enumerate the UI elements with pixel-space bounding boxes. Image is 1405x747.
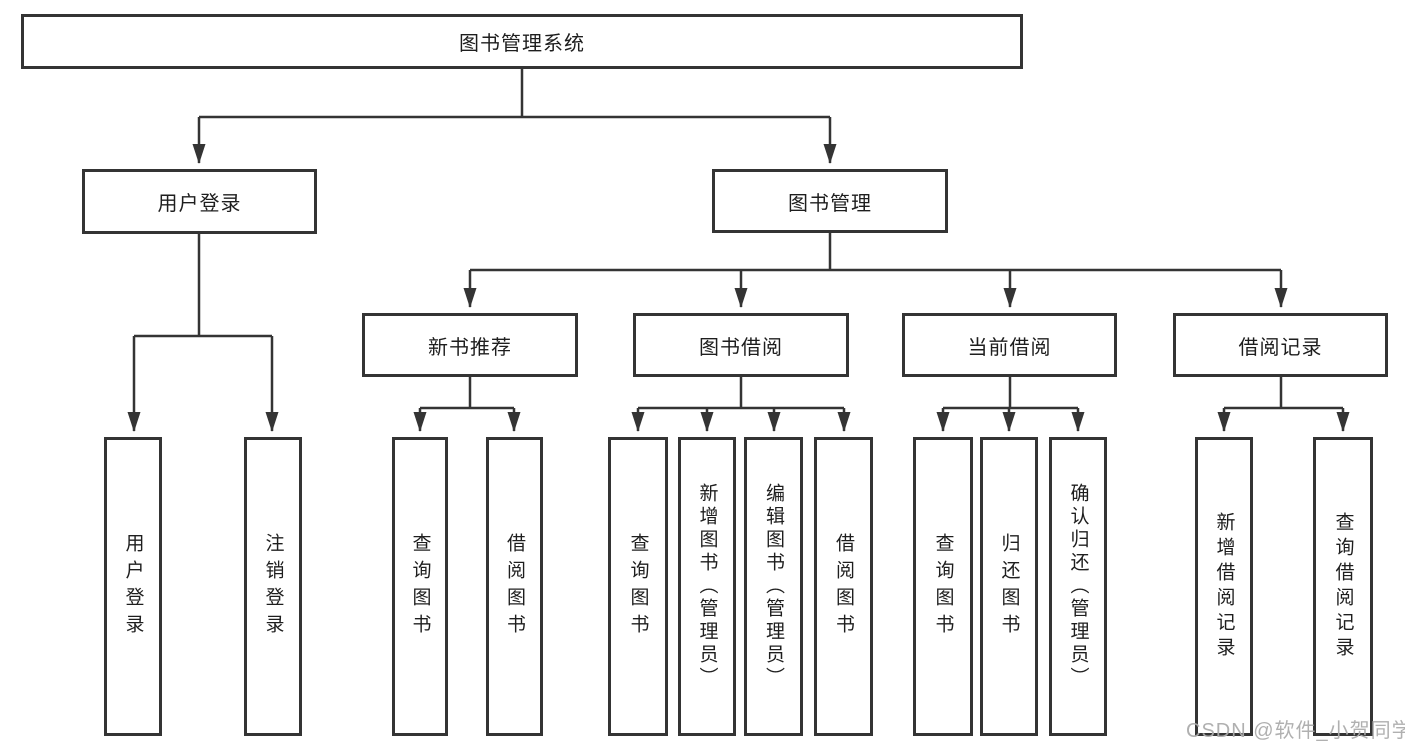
leaf-borrow-books-borrowing: 借阅图书 — [814, 437, 873, 736]
node-current-borrowing: 当前借阅 — [902, 313, 1117, 377]
node-book-management: 图书管理 — [712, 169, 948, 233]
node-new-book-recommendation: 新书推荐 — [362, 313, 578, 377]
leaf-query-books-current: 查询图书 — [913, 437, 973, 736]
node-user-login: 用户登录 — [82, 169, 317, 234]
leaf-confirm-return-admin: 确认归还（管理员） — [1049, 437, 1107, 736]
leaf-add-books-admin: 新增图书（管理员） — [678, 437, 736, 736]
leaf-return-books: 归还图书 — [980, 437, 1038, 736]
leaf-add-borrow-record: 新增借阅记录 — [1195, 437, 1253, 736]
leaf-logout: 注销登录 — [244, 437, 302, 736]
leaf-query-borrow-record: 查询借阅记录 — [1313, 437, 1373, 736]
watermark-text: CSDN @软件_小贺同学 — [1186, 720, 1405, 742]
leaf-borrow-books-recommend: 借阅图书 — [486, 437, 543, 736]
leaf-query-books-borrowing: 查询图书 — [608, 437, 668, 736]
leaf-query-books-recommend: 查询图书 — [392, 437, 448, 736]
leaf-edit-books-admin: 编辑图书（管理员） — [744, 437, 803, 736]
node-library-management-system: 图书管理系统 — [21, 14, 1023, 69]
node-book-borrowing: 图书借阅 — [633, 313, 849, 377]
node-borrowing-records: 借阅记录 — [1173, 313, 1388, 377]
leaf-user-login: 用户登录 — [104, 437, 162, 736]
